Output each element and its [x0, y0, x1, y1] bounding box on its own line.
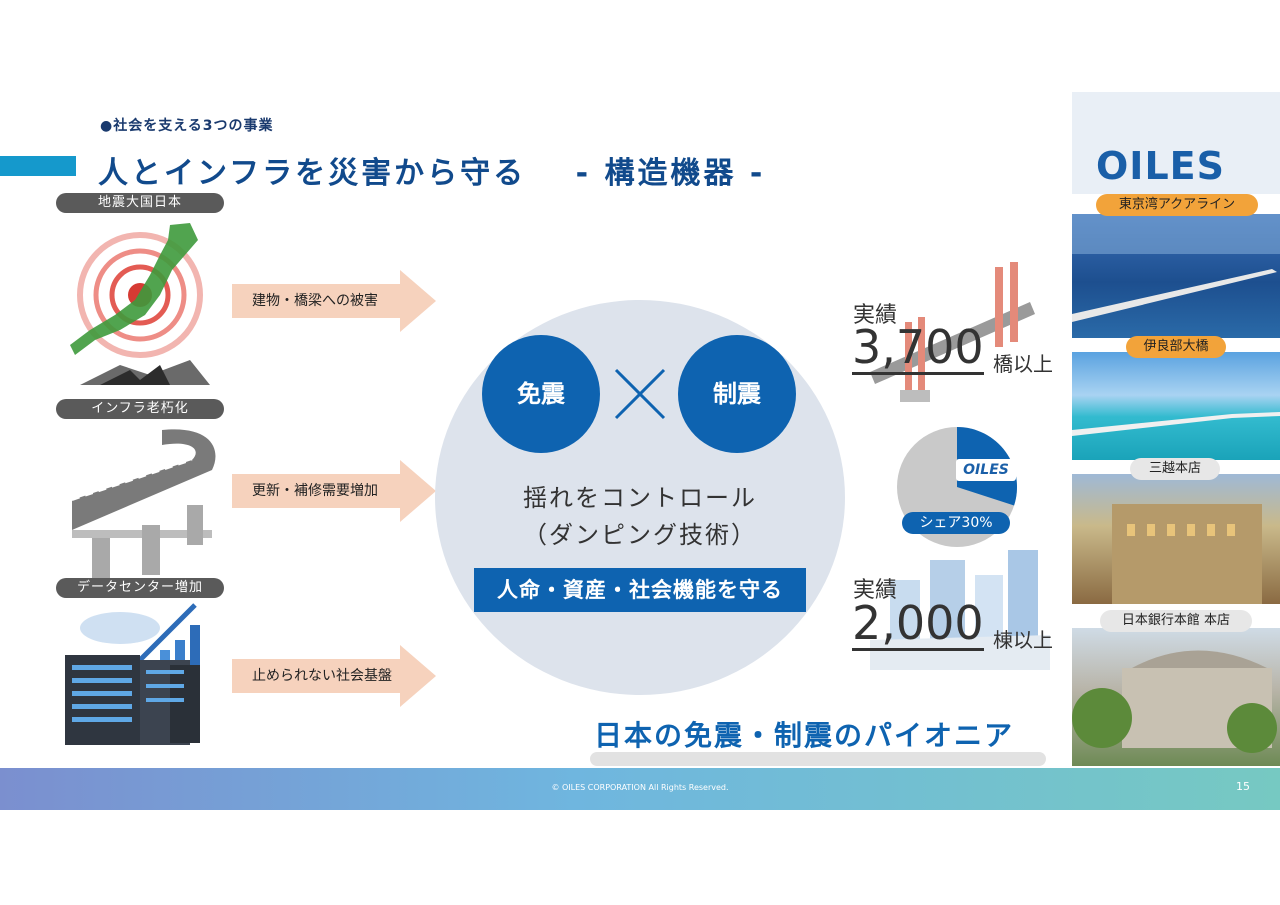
- arrow-renewal-label: 更新・補修需要増加: [252, 483, 378, 499]
- protect-banner: 人命・資産・社会機能を守る: [474, 568, 806, 612]
- seismic-isolation-label: 免震: [517, 380, 565, 408]
- vibration-control-label: 制震: [713, 380, 761, 408]
- arrow-infrastructure-label: 止められない社会基盤: [252, 668, 392, 684]
- pill-earthquake: 地震大国日本: [56, 193, 224, 213]
- bridges-stat-value: 3,700: [852, 320, 984, 375]
- seismic-isolation-circle: 免震: [482, 335, 600, 453]
- buildings-illustration: [870, 550, 1050, 670]
- photo-mitsukoshi: [1072, 474, 1280, 604]
- page-title-main: 人とインフラを災害から守る: [98, 156, 527, 191]
- pill-datacenter: データセンター増加: [56, 578, 224, 598]
- pioneer-headline: 日本の免震・制震のパイオニア: [594, 719, 1015, 752]
- japan-quake-illustration: [70, 223, 210, 385]
- control-shaking-text: 揺れをコントロール: [523, 484, 757, 512]
- buildings-stat-value: 2,000: [852, 596, 984, 651]
- photo-label-aqualine: 東京湾アクアライン: [1096, 194, 1258, 216]
- share-badge: シェア30%: [902, 512, 1010, 534]
- arrow-damage: 建物・橋梁への被害: [232, 270, 436, 332]
- vibration-control-circle: 制震: [678, 335, 796, 453]
- page-number: 15: [1236, 780, 1250, 793]
- footer-copyright: © OILES CORPORATION All Rights Reserved.: [551, 783, 729, 792]
- arrow-damage-label: 建物・橋梁への被害: [252, 293, 378, 309]
- buildings-stat-label: 実績: [853, 578, 898, 603]
- share-pie-logo: OILES: [956, 459, 1016, 481]
- photo-aqualine: [1072, 214, 1280, 338]
- buildings-stat-unit: 棟以上: [993, 628, 1053, 652]
- header-accent-bar: [0, 156, 76, 176]
- photo-label-mitsukoshi: 三越本店: [1130, 458, 1220, 480]
- right-panel-bg: [1072, 92, 1280, 194]
- highway-illustration: [71, 429, 216, 578]
- page-title: 人とインフラを災害から守る - 構造機器 -: [98, 148, 765, 192]
- arrow-infrastructure: 止められない社会基盤: [232, 645, 436, 707]
- photo-irabu-bridge: [1072, 352, 1280, 460]
- photo-boj: [1072, 628, 1280, 766]
- datacenter-illustration: [65, 603, 200, 745]
- bridge-illustration: [870, 262, 1035, 402]
- oiles-logo: OILES: [1096, 144, 1225, 188]
- arrow-renewal: 更新・補修需要増加: [232, 460, 436, 522]
- photo-label-boj: 日本銀行本館 本店: [1100, 610, 1252, 632]
- bridges-stat-unit: 橋以上: [993, 352, 1053, 376]
- damping-tech-text: （ダンピング技術）: [523, 521, 757, 549]
- bridges-stat-label: 実績: [853, 303, 898, 328]
- page-subtitle: - 構造機器 -: [575, 156, 766, 191]
- pioneer-underline: [590, 752, 1046, 766]
- footer-bar: [0, 768, 1280, 810]
- section-label: ●社会を支える3つの事業: [100, 118, 274, 134]
- multiply-icon: [614, 368, 666, 420]
- pill-aging-infra: インフラ老朽化: [56, 399, 224, 419]
- photo-label-irabu: 伊良部大橋: [1126, 336, 1226, 358]
